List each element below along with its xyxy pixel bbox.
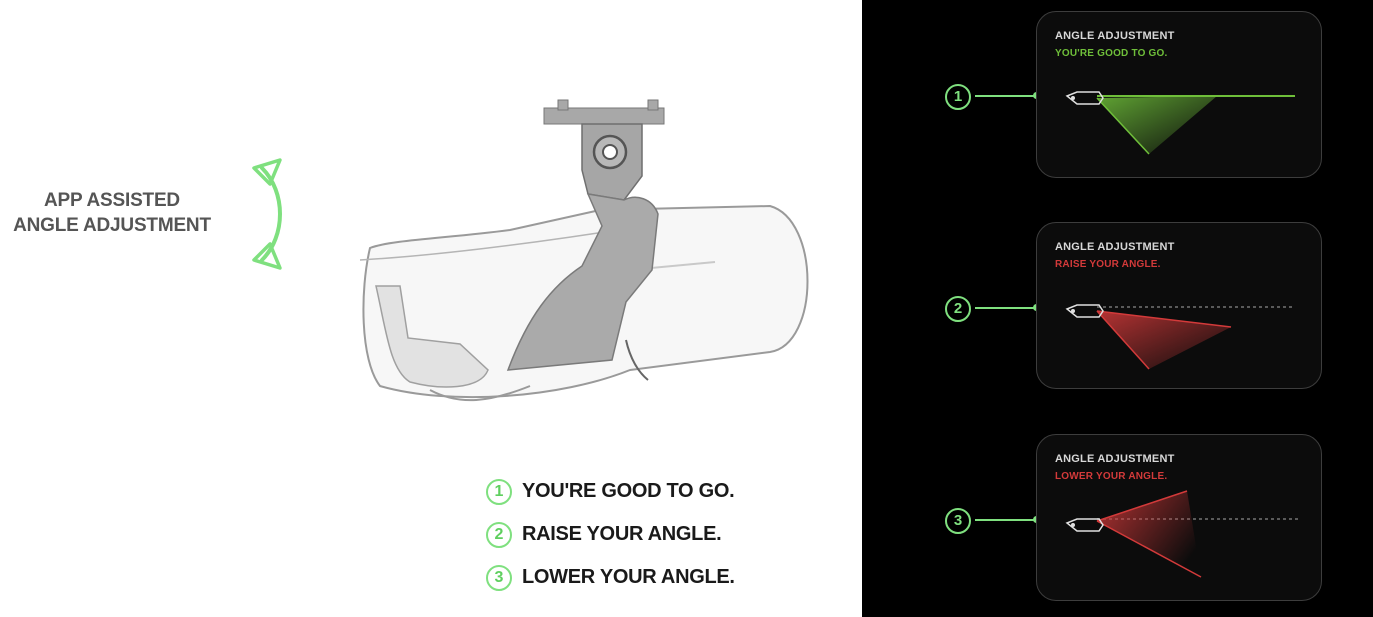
app-assisted-line-1: APP ASSISTED: [44, 190, 180, 211]
legend-text: RAISE YOUR ANGLE.: [522, 523, 722, 545]
card-title: ANGLE ADJUSTMENT: [1055, 241, 1175, 253]
card-status-raise: RAISE YOUR ANGLE.: [1055, 259, 1161, 270]
card-status-lower: LOWER YOUR ANGLE.: [1055, 471, 1168, 482]
callout-line: [975, 519, 1035, 521]
card-title: ANGLE ADJUSTMENT: [1055, 30, 1175, 42]
callout-1: 1: [945, 82, 1045, 112]
app-card-lower: ANGLE ADJUSTMENT LOWER YOUR ANGLE.: [1036, 434, 1322, 601]
legend-item-raise: 2 RAISE YOUR ANGLE.: [486, 513, 816, 556]
number-three-badge: 3: [486, 564, 512, 591]
number-two-badge: 2: [945, 296, 971, 322]
callout-2: 2: [945, 294, 1045, 324]
angle-indicator-lower: [1065, 490, 1301, 578]
rotate-arrows-icon: [252, 158, 282, 270]
app-card-raise: ANGLE ADJUSTMENT RAISE YOUR ANGLE.: [1036, 222, 1322, 389]
app-screens-panel: 1 ANGLE ADJUSTMENT YOU'RE GOOD TO GO. 2: [862, 0, 1373, 617]
card-title: ANGLE ADJUSTMENT: [1055, 453, 1175, 465]
card-status-good: YOU'RE GOOD TO GO.: [1055, 48, 1168, 59]
number-three-badge: 3: [945, 508, 971, 534]
callout-3: 3: [945, 506, 1045, 536]
number-two-badge: 2: [486, 521, 512, 548]
app-card-good: ANGLE ADJUSTMENT YOU'RE GOOD TO GO.: [1036, 11, 1322, 178]
app-assisted-label: APP ASSISTED ANGLE ADJUSTMENT: [0, 188, 224, 238]
number-one-badge: 1: [945, 84, 971, 110]
callout-line: [975, 95, 1035, 97]
number-one-badge: 1: [486, 478, 512, 505]
legend-text: LOWER YOUR ANGLE.: [522, 566, 735, 588]
callout-line: [975, 307, 1035, 309]
legend-text: YOU'RE GOOD TO GO.: [522, 480, 735, 502]
legend-item-lower: 3 LOWER YOUR ANGLE.: [486, 556, 816, 599]
legend-item-good: 1 YOU'RE GOOD TO GO.: [486, 470, 816, 513]
app-assisted-line-2: ANGLE ADJUSTMENT: [13, 215, 211, 236]
legend: 1 YOU'RE GOOD TO GO. 2 RAISE YOUR ANGLE.…: [486, 470, 816, 599]
angle-indicator-good: [1065, 91, 1295, 155]
mirror-camera-illustration: [359, 99, 809, 402]
illustration-panel: APP ASSISTED ANGLE ADJUSTMENT 1 YOU'RE G…: [0, 99, 816, 599]
angle-indicator-raise: [1065, 304, 1295, 370]
